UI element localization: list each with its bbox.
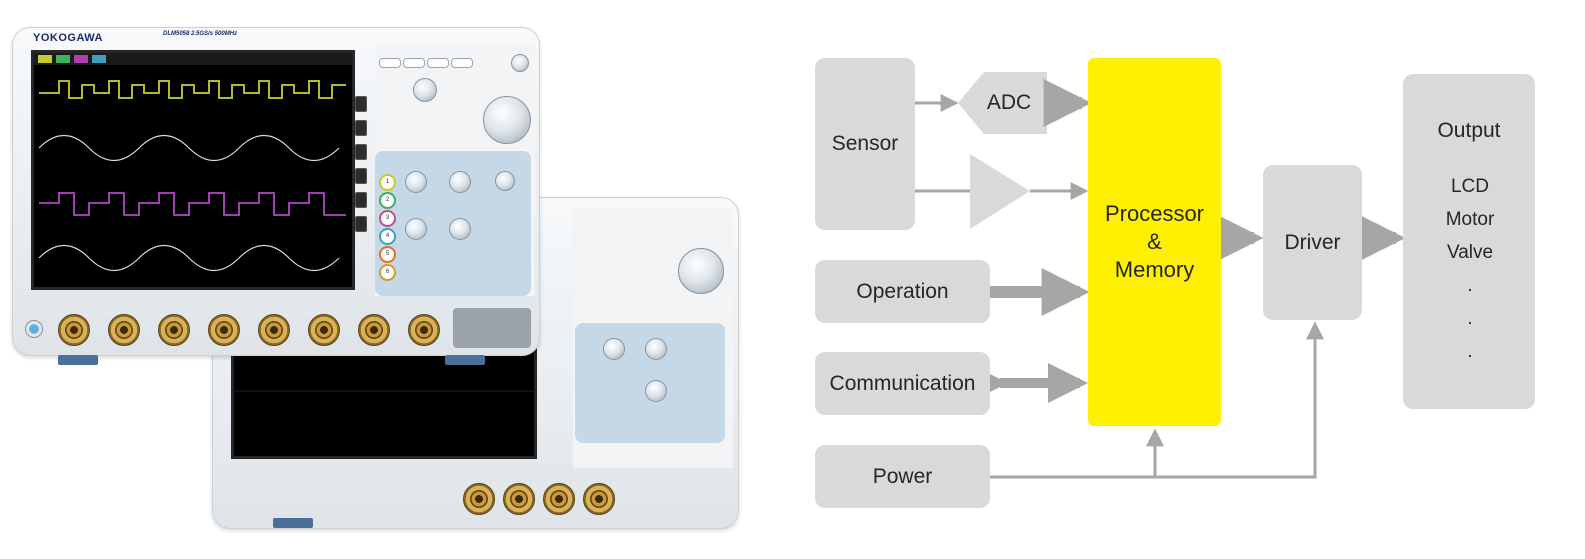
math-ref-button[interactable]	[451, 58, 473, 68]
input-connector-1[interactable]	[58, 314, 90, 346]
channel-1-button[interactable]: 1	[379, 174, 396, 191]
output-item-ellipsis: .	[1467, 308, 1473, 329]
zoom-knob[interactable]	[413, 78, 437, 102]
input-connector-2[interactable]	[108, 314, 140, 346]
rear-input-connector[interactable]	[583, 483, 615, 515]
power-to-driver-line	[990, 321, 1324, 479]
input-connector-7[interactable]	[358, 314, 390, 346]
output-item-lcd: LCD	[1450, 176, 1489, 197]
power-block: Power	[815, 445, 990, 508]
input-connector-6[interactable]	[308, 314, 340, 346]
softkey[interactable]	[355, 144, 367, 160]
power-knob[interactable]	[511, 54, 529, 72]
power-label: Power	[872, 464, 933, 488]
output-list: LCD Motor Valve . . .	[1424, 170, 1516, 368]
rear-horizontal-knob[interactable]	[645, 338, 667, 360]
softkey[interactable]	[355, 120, 367, 136]
communication-label: Communication	[829, 371, 976, 395]
sensor-block: Sensor	[815, 58, 915, 230]
channel-5-button[interactable]: 5	[379, 246, 396, 263]
output-item-motor: Motor	[1445, 209, 1495, 230]
processor-label: Processor	[1104, 201, 1205, 226]
driver-block: Driver	[1263, 165, 1362, 320]
front-foot-left	[58, 355, 98, 365]
output-item-ellipsis: .	[1467, 275, 1473, 296]
logic-probe-ports[interactable]	[453, 308, 531, 348]
horizontal-position-knob[interactable]	[449, 171, 471, 193]
trigger-level-knob[interactable]	[495, 171, 515, 191]
softkey[interactable]	[355, 216, 367, 232]
processor-memory-block: Processor & Memory	[1088, 58, 1221, 426]
power-button[interactable]	[25, 320, 43, 338]
rear-main-knob[interactable]	[678, 248, 724, 294]
analysis-button[interactable]	[427, 58, 449, 68]
softkey[interactable]	[355, 168, 367, 184]
input-connector-4[interactable]	[208, 314, 240, 346]
output-item-ellipsis: .	[1467, 341, 1473, 362]
model-label: DLM5058 2.5GS/s 500MHz	[163, 31, 238, 37]
softkey[interactable]	[355, 192, 367, 208]
cursor-button[interactable]	[379, 58, 401, 68]
channel-3-button[interactable]: 3	[379, 210, 396, 227]
channel-6-button[interactable]: 6	[379, 264, 396, 281]
operation-block: Operation	[815, 260, 990, 323]
brand-logo: YOKOGAWA	[33, 32, 104, 44]
rear-position-knob[interactable]	[645, 380, 667, 402]
rear-vertical-knob[interactable]	[603, 338, 625, 360]
rear-foot	[273, 518, 313, 528]
output-item-valve: Valve	[1446, 242, 1494, 263]
ampersand-label: &	[1147, 229, 1162, 254]
measure-button[interactable]	[403, 58, 425, 68]
adc-label: ADC	[986, 91, 1032, 114]
output-title: Output	[1437, 119, 1501, 142]
horizontal-scale-knob[interactable]	[449, 218, 471, 240]
communication-block: Communication	[815, 352, 990, 415]
output-block	[1403, 74, 1535, 409]
channel-4-button[interactable]: 4	[379, 228, 396, 245]
softkey[interactable]	[355, 96, 367, 112]
front-foot-right	[445, 355, 485, 365]
driver-label: Driver	[1284, 230, 1341, 254]
jog-shuttle-knob[interactable]	[483, 96, 531, 144]
rear-input-connector[interactable]	[463, 483, 495, 515]
memory-label: Memory	[1114, 257, 1195, 282]
oscilloscope-front-unit: YOKOGAWA DLM5058 2.5GS/s 500MHz	[12, 27, 540, 356]
front-control-panel: 1 2 3 4 5 6	[375, 46, 535, 296]
input-connector-8[interactable]	[408, 314, 440, 346]
sensor-label: Sensor	[831, 132, 899, 155]
rear-input-connector[interactable]	[543, 483, 575, 515]
rear-control-panel	[573, 208, 733, 468]
vertical-position-knob[interactable]	[405, 171, 427, 193]
amplifier-triangle	[970, 154, 1030, 229]
rear-input-connector[interactable]	[503, 483, 535, 515]
channel-2-button[interactable]: 2	[379, 192, 396, 209]
vertical-scale-knob[interactable]	[405, 218, 427, 240]
front-waveforms	[34, 53, 352, 272]
front-screen	[31, 50, 355, 290]
input-connector-3[interactable]	[158, 314, 190, 346]
operation-label: Operation	[856, 279, 949, 303]
input-connector-5[interactable]	[258, 314, 290, 346]
adc-shape	[958, 72, 1047, 134]
